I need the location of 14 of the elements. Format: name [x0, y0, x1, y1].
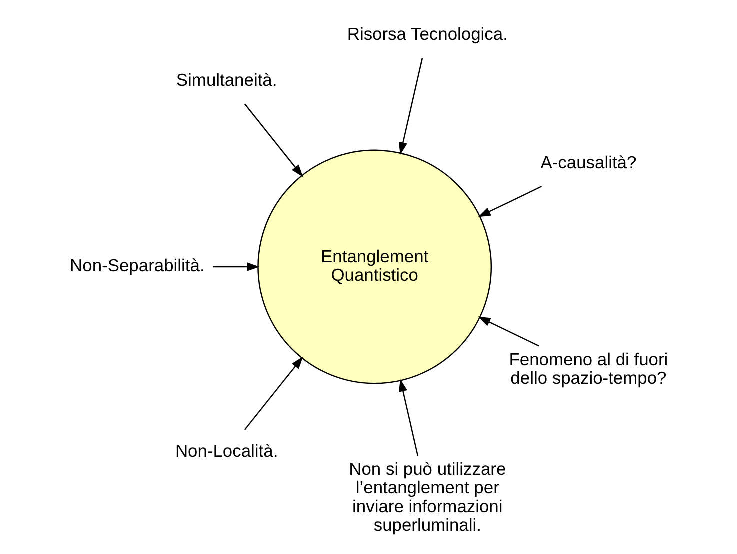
node-text: Simultaneità. [176, 70, 277, 90]
arrow [244, 104, 303, 178]
node-text: Non-Località. [174, 441, 278, 462]
arrow [478, 316, 539, 347]
arrow [212, 262, 260, 272]
arrow [398, 58, 423, 155]
node-text: Non si può utilizzare l’entanglement per inviare informazioni superluminali. [348, 459, 506, 536]
node-text: Fenomeno al di fuori dello spazio-tempo? [508, 349, 668, 388]
arrow [478, 186, 542, 218]
node-text: A-causalità? [540, 152, 636, 173]
arrow [398, 379, 418, 456]
node-text: Risorsa Tecnologica. [346, 24, 508, 44]
arrow [244, 356, 303, 430]
node-text: Non-Separabilità. [70, 256, 204, 276]
